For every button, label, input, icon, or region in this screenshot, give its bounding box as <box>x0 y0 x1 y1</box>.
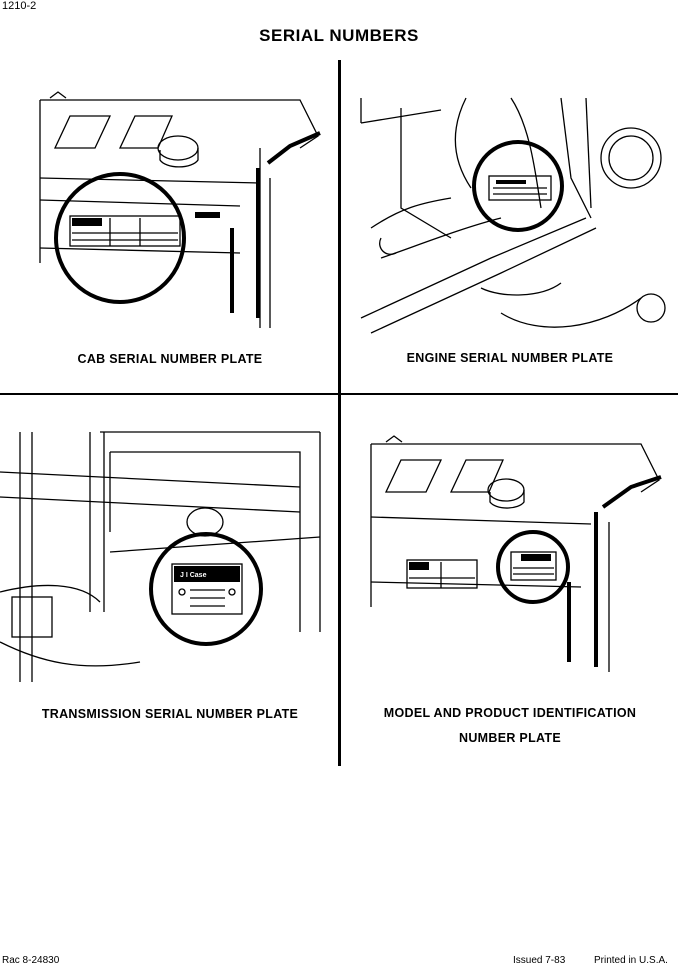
footer-reference: Rac 8-24830 <box>2 955 60 966</box>
page-title: SERIAL NUMBERS <box>259 26 419 45</box>
transmission-caption: TRANSMISSION SERIAL NUMBER PLATE <box>41 707 299 721</box>
model-caption-line1: MODEL AND PRODUCT IDENTIFICATION <box>383 706 637 720</box>
footer-issued: Issued 7-83 <box>513 955 566 966</box>
cab-illustration <box>39 91 321 328</box>
transmission-illustration: J I Case <box>0 431 321 682</box>
horizontal-divider <box>0 393 678 395</box>
page-number: 1210-2 <box>2 0 37 12</box>
engine-illustration <box>360 97 666 334</box>
model-plate-illustration <box>370 435 662 672</box>
engine-caption: ENGINE SERIAL NUMBER PLATE <box>406 351 614 365</box>
cab-caption: CAB SERIAL NUMBER PLATE <box>77 352 263 366</box>
vertical-divider <box>338 60 341 766</box>
plate-brand: J I Case <box>180 572 207 579</box>
model-caption-line2: NUMBER PLATE <box>459 731 561 745</box>
footer-printed: Printed in U.S.A. <box>594 955 668 966</box>
